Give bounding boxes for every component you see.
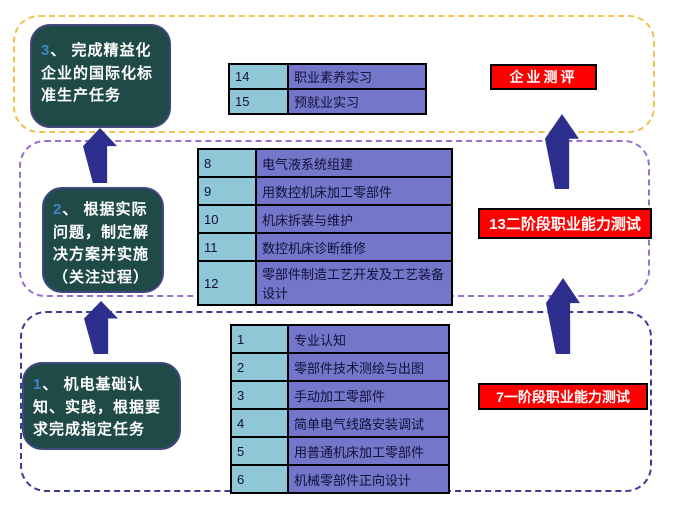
stage-2-course-table: 8 电气液系统组建 9 用数控机床加工零部件 10 机床拆装与维护 11 数控机… — [197, 148, 453, 306]
course-name-cell: 简单电气线路安装调试 — [287, 408, 450, 438]
course-name-cell: 用数控机床加工零部件 — [255, 176, 453, 206]
course-name-cell: 职业素养实习 — [287, 63, 427, 90]
stage-1-goal-box: 1、 机电基础认知、实践，根据要求完成指定任务 — [22, 362, 181, 450]
table-row: 12 零部件制造工艺开发及工艺装备设计 — [197, 260, 453, 306]
course-no-cell: 2 — [230, 352, 289, 382]
stage-2-assessment-badge: 13二阶段职业能力测试 — [478, 208, 652, 239]
course-no-cell: 15 — [228, 88, 289, 115]
stage-3-goal-text: 、 完成精益化企业的国际化标准生产任务 — [41, 42, 154, 104]
table-row: 10 机床拆装与维护 — [197, 204, 453, 234]
course-name-cell: 零部件技术测绘与出图 — [287, 352, 450, 382]
course-no-cell: 10 — [197, 204, 257, 234]
course-no-cell: 14 — [228, 63, 289, 90]
table-row: 6 机械零部件正向设计 — [230, 464, 450, 494]
course-name-cell: 机床拆装与维护 — [255, 204, 453, 234]
course-name-cell: 零部件制造工艺开发及工艺装备设计 — [255, 260, 453, 306]
stage-3-assessment-badge: 企业测评 — [490, 64, 597, 90]
stage-2-goal-number: 2 — [53, 201, 63, 218]
table-row: 15 预就业实习 — [228, 88, 427, 115]
course-name-cell: 用普通机床加工零部件 — [287, 436, 450, 466]
course-no-cell: 9 — [197, 176, 257, 206]
table-row: 4 简单电气线路安装调试 — [230, 408, 450, 438]
table-row: 5 用普通机床加工零部件 — [230, 436, 450, 466]
stage-3-course-table: 14 职业素养实习 15 预就业实习 — [228, 63, 427, 115]
table-row: 9 用数控机床加工零部件 — [197, 176, 453, 206]
course-no-cell: 5 — [230, 436, 289, 466]
table-row: 3 手动加工零部件 — [230, 380, 450, 410]
stage-1-course-table: 1 专业认知 2 零部件技术测绘与出图 3 手动加工零部件 4 简单电气线路安装… — [230, 324, 450, 494]
stage-3-container — [13, 15, 655, 133]
course-no-cell: 12 — [197, 260, 257, 306]
stage-1-goal-number: 1 — [33, 376, 43, 393]
stage-1-assessment-badge: 7一阶段职业能力测试 — [478, 383, 648, 410]
course-no-cell: 3 — [230, 380, 289, 410]
course-name-cell: 手动加工零部件 — [287, 380, 450, 410]
table-row: 8 电气液系统组建 — [197, 148, 453, 178]
course-no-cell: 8 — [197, 148, 257, 178]
table-row: 14 职业素养实习 — [228, 63, 427, 90]
stage-1-goal-text: 、 机电基础认知、实践，根据要求完成指定任务 — [33, 376, 162, 438]
course-no-cell: 1 — [230, 324, 289, 354]
course-name-cell: 专业认知 — [287, 324, 450, 354]
course-no-cell: 4 — [230, 408, 289, 438]
stage-3-goal-box: 3、 完成精益化企业的国际化标准生产任务 — [30, 24, 171, 128]
course-no-cell: 11 — [197, 232, 257, 262]
stage-2-goal-text: 、 根据实际问题，制定解决方案并实施（关注过程） — [53, 201, 150, 286]
course-name-cell: 数控机床诊断维修 — [255, 232, 453, 262]
course-no-cell: 6 — [230, 464, 289, 494]
course-name-cell: 电气液系统组建 — [255, 148, 453, 178]
course-name-cell: 预就业实习 — [287, 88, 427, 115]
stage-2-goal-box: 2、 根据实际问题，制定解决方案并实施（关注过程） — [42, 187, 164, 293]
table-row: 2 零部件技术测绘与出图 — [230, 352, 450, 382]
stage-3-goal-number: 3 — [41, 42, 51, 59]
table-row: 11 数控机床诊断维修 — [197, 232, 453, 262]
course-name-cell: 机械零部件正向设计 — [287, 464, 450, 494]
table-row: 1 专业认知 — [230, 324, 450, 354]
